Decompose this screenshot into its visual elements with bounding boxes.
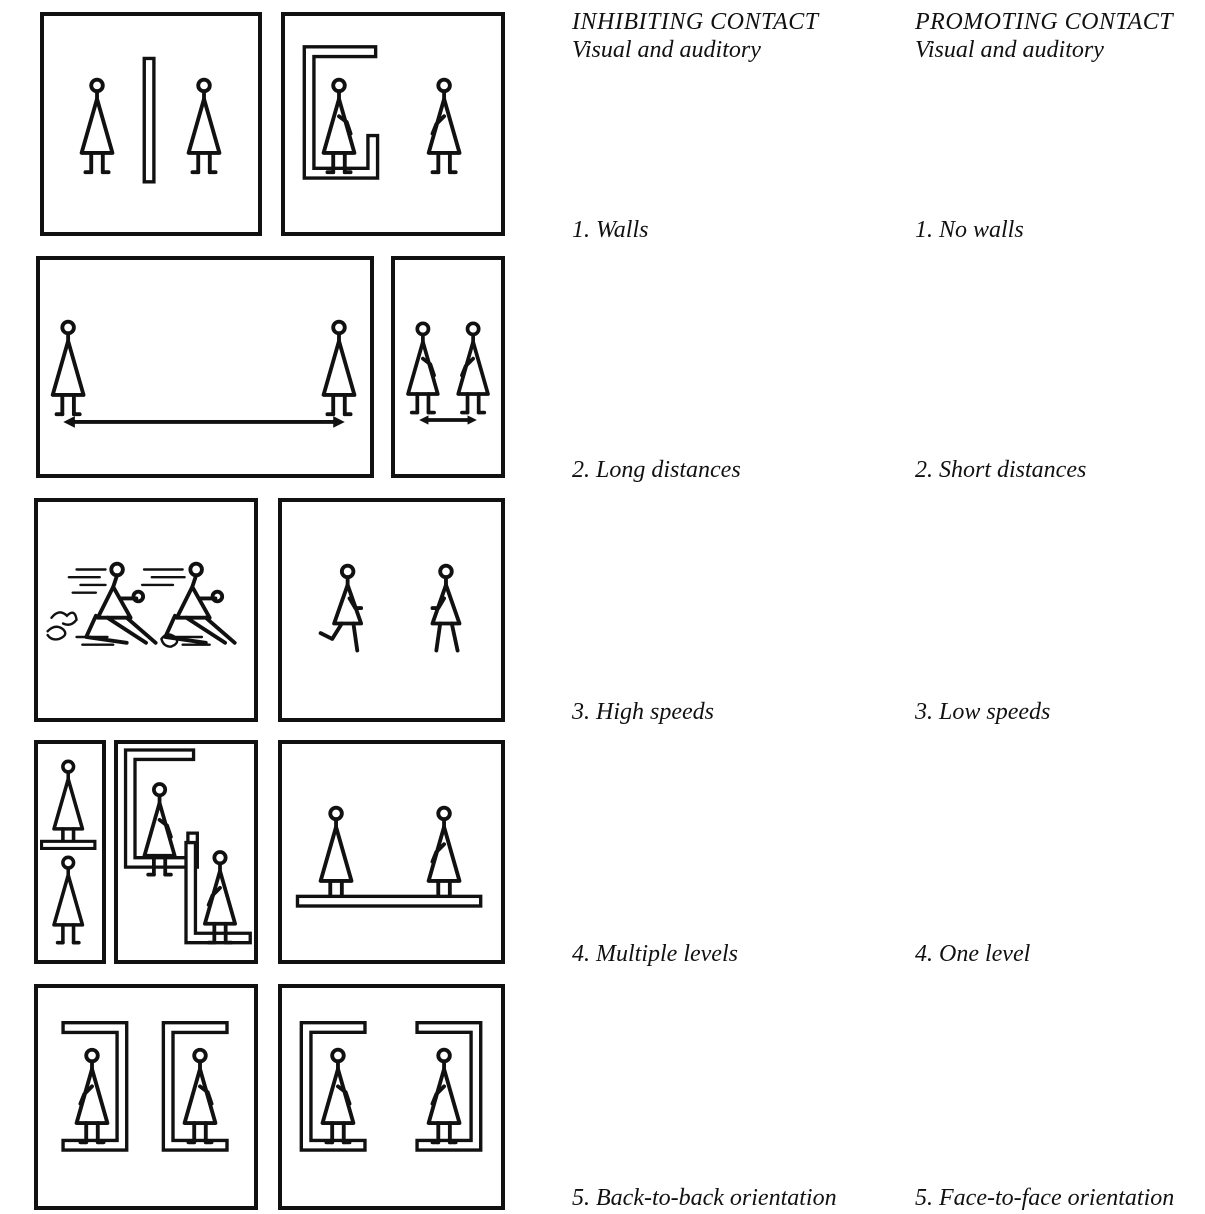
panel-face-to-face	[278, 984, 505, 1210]
person-figure-icon	[323, 1050, 354, 1143]
person-figure-icon	[54, 857, 82, 942]
panel-one-level	[278, 740, 505, 964]
person-figure-icon	[408, 323, 438, 412]
person-figure-icon	[321, 808, 352, 901]
inhibiting-title: INHIBITING CONTACT	[572, 8, 819, 36]
panel-walls	[40, 12, 262, 236]
label-inhibiting-4: 4. Multiple levels	[572, 940, 738, 968]
promoting-title: PROMOTING CONTACT	[915, 8, 1173, 36]
inhibiting-subtitle: Visual and auditory	[572, 36, 819, 64]
panel-low-speeds	[278, 498, 505, 722]
label-promoting-5: 5. Face-to-face orientation	[915, 1184, 1174, 1212]
person-figure-icon	[77, 1050, 108, 1143]
panel-high-speeds	[34, 498, 258, 722]
inhibiting-header: INHIBITING CONTACT Visual and auditory	[572, 8, 819, 64]
label-promoting-4: 4. One level	[915, 940, 1030, 968]
person-figure-icon	[324, 322, 355, 415]
wall-icon	[63, 1023, 127, 1150]
person-figure-icon	[458, 323, 488, 412]
label-promoting-2: 2. Short distances	[915, 456, 1086, 484]
label-promoting-1: 1. No walls	[915, 216, 1024, 244]
promoting-header: PROMOTING CONTACT Visual and auditory	[915, 8, 1173, 64]
speed-lines-icon	[48, 570, 210, 647]
distance-arrow-icon	[419, 415, 477, 424]
floor-level-icon	[297, 896, 480, 906]
person-figure-icon	[189, 80, 220, 173]
person-figure-icon	[53, 322, 84, 415]
person-figure-icon	[185, 1050, 216, 1143]
label-inhibiting-2: 2. Long distances	[572, 456, 741, 484]
person-figure-icon	[54, 761, 82, 846]
panel-long-distances	[36, 256, 374, 478]
person-figure-icon	[205, 852, 235, 943]
label-promoting-3: 3. Low speeds	[915, 698, 1050, 726]
floor-level-icon	[42, 841, 95, 848]
distance-arrow-icon	[63, 416, 344, 428]
person-figure-icon	[82, 80, 113, 173]
panel-no-walls	[281, 12, 505, 236]
panel-back-to-back	[34, 984, 258, 1210]
label-inhibiting-3: 3. High speeds	[572, 698, 714, 726]
panel-multiple-levels-steps	[114, 740, 258, 964]
person-figure-icon	[429, 1050, 460, 1143]
panel-multiple-levels-stack	[34, 740, 106, 964]
floor-level-icon	[186, 843, 250, 943]
person-figure-icon	[86, 564, 155, 643]
label-inhibiting-5: 5. Back-to-back orientation	[572, 1184, 837, 1212]
person-figure-icon	[432, 566, 459, 651]
label-inhibiting-1: 1. Walls	[572, 216, 648, 244]
wall-icon	[144, 58, 154, 181]
person-figure-icon	[429, 808, 460, 901]
person-figure-icon	[321, 566, 362, 651]
promoting-subtitle: Visual and auditory	[915, 36, 1173, 64]
person-figure-icon	[165, 564, 234, 643]
person-figure-icon	[324, 80, 355, 173]
panel-short-distances	[391, 256, 505, 478]
person-figure-icon	[429, 80, 460, 173]
